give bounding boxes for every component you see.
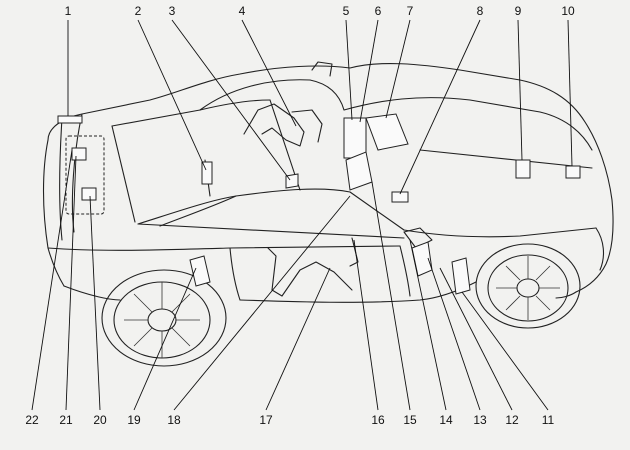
callout-1: 1: [65, 4, 72, 18]
module-9-box: [515, 159, 531, 179]
harness-4: [243, 103, 305, 147]
callout-19: 19: [127, 413, 141, 427]
module-11-box: [451, 257, 471, 295]
module-5-box: [343, 117, 367, 159]
callout-11: 11: [542, 413, 555, 427]
callout-10: 10: [561, 4, 575, 18]
module-7-box: [365, 113, 409, 151]
module-12-box: [411, 241, 433, 277]
front-wheel: [101, 269, 227, 367]
callout-20: 20: [93, 413, 107, 427]
rear-wheel: [475, 243, 581, 329]
module-3-box: [285, 173, 299, 189]
module-8-box: [391, 191, 409, 203]
callout-5: 5: [343, 4, 350, 18]
callout-7: 7: [407, 4, 414, 18]
module-19-box: [189, 255, 211, 287]
callout-numbers: 1 2 3 4 5 6 7 8 9 10 22 21 20 19 18 17 1…: [25, 4, 575, 427]
dashed-module-group: [65, 135, 105, 215]
callout-6: 6: [375, 4, 382, 18]
callout-18: 18: [167, 413, 181, 427]
module-22-box: [71, 147, 87, 161]
module-1-box: [57, 115, 83, 124]
callout-17: 17: [259, 413, 273, 427]
harness-17: [267, 247, 353, 297]
harness-16: [349, 237, 359, 267]
callout-15: 15: [403, 413, 417, 427]
callout-3: 3: [169, 4, 176, 18]
callout-16: 16: [371, 413, 385, 427]
leader-lines: [31, 19, 573, 411]
callout-21: 21: [59, 413, 73, 427]
callout-13: 13: [473, 413, 487, 427]
callout-22: 22: [25, 413, 39, 427]
callout-14: 14: [439, 413, 453, 427]
front-sensor-box-group: [57, 115, 105, 215]
module-10-box: [565, 165, 581, 179]
callout-2: 2: [135, 4, 142, 18]
module-20-box: [81, 187, 97, 201]
callout-9: 9: [515, 4, 522, 18]
harness-4b: [291, 109, 323, 143]
callout-12: 12: [505, 413, 519, 427]
module-2-box: [201, 161, 213, 185]
callout-8: 8: [477, 4, 484, 18]
callout-4: 4: [239, 4, 246, 18]
